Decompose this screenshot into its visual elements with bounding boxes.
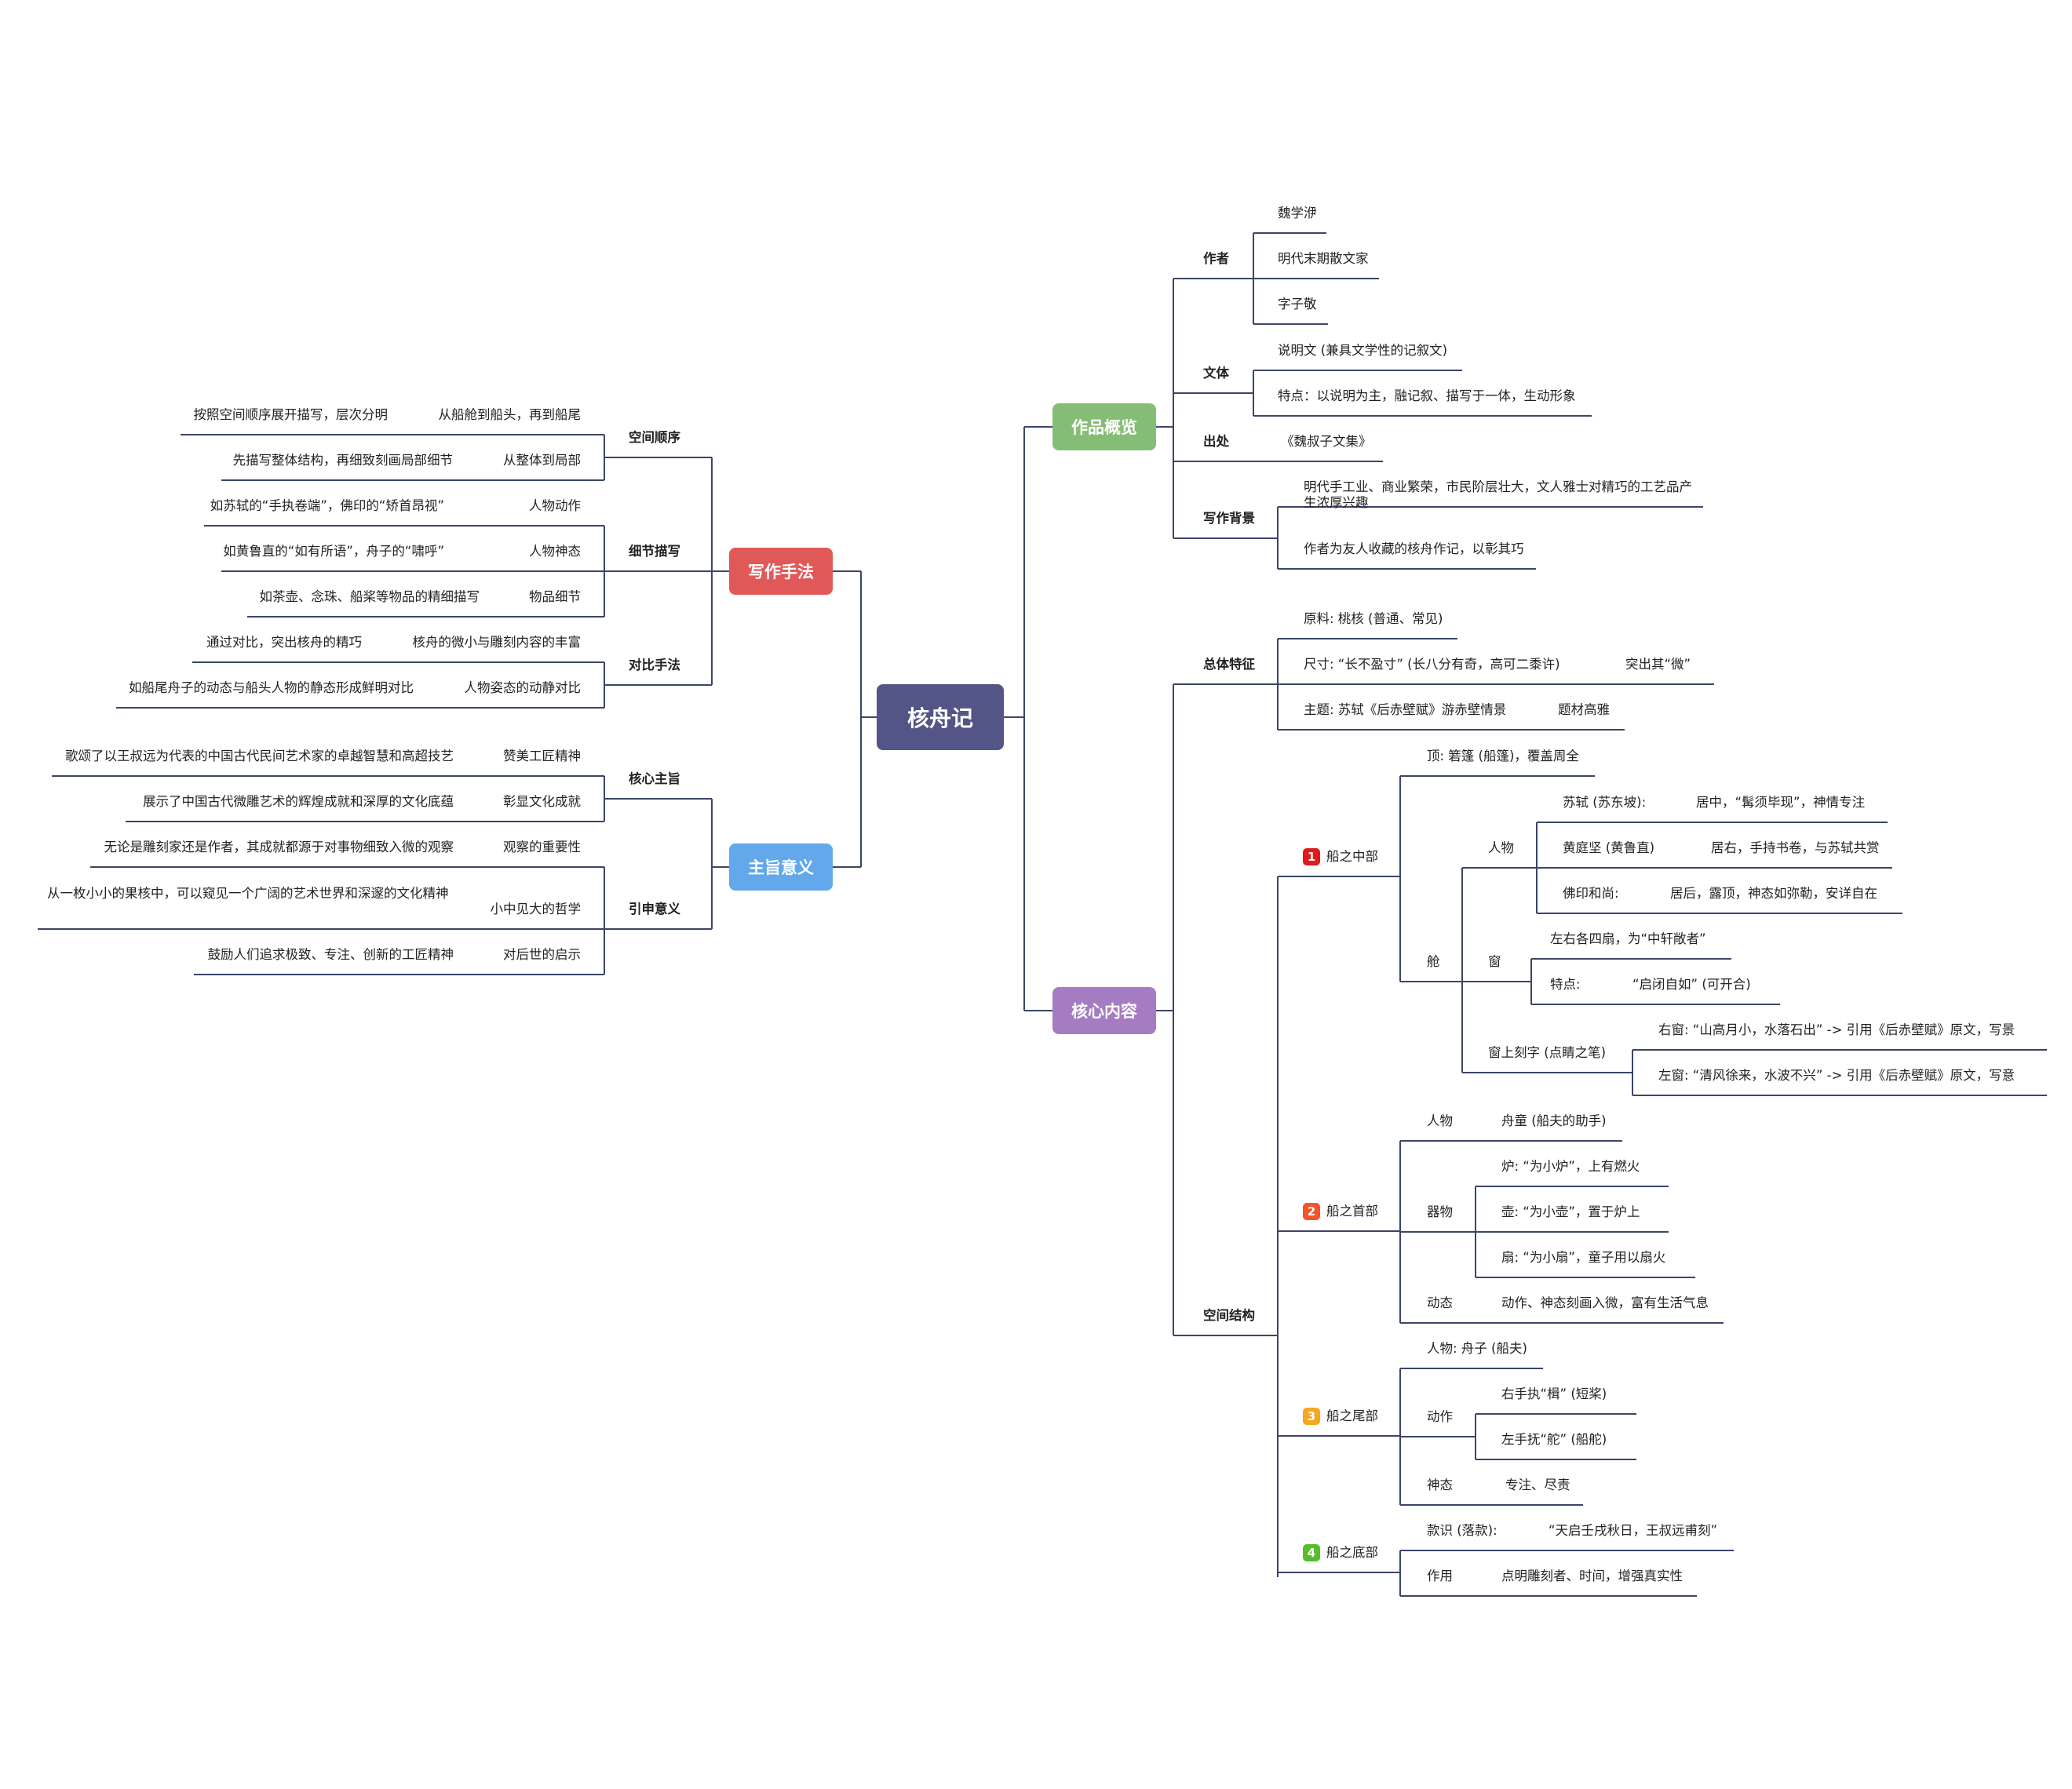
bow-people: 人物 [1427, 1113, 1453, 1128]
extended-desc-1: 无论是雕刻家还是作者，其成就都源于对事物细致入微的观察 [104, 840, 454, 854]
author-name: 魏学洢 [1278, 206, 1317, 220]
bottom-inscription-text: “天启壬戌秋日，王叔远甫刻” [1549, 1523, 1718, 1538]
person-foyin: 佛印和尚: [1563, 886, 1619, 901]
writing-spatial-label[interactable]: 空间顺序 [629, 430, 680, 445]
middle-cabin: 舱 [1427, 954, 1440, 969]
writing-detail-label[interactable]: 细节描写 [629, 544, 680, 559]
spatial-key-1: 从船舱到船头，再到船尾 [438, 407, 582, 422]
author-courtesy-name: 字子敬 [1278, 297, 1317, 312]
stern-action-left: 左手抚“舵” (船舵) [1501, 1432, 1607, 1447]
number-badge-3: 3 [1303, 1408, 1320, 1425]
person-huang-desc: 居右，手持书卷，与苏轼共赏 [1711, 840, 1880, 855]
bottom-section-label[interactable]: 船之底部 [1326, 1545, 1378, 1560]
bow-dynamic: 动态 [1427, 1295, 1453, 1310]
main-key-1: 赞美工匠精神 [503, 749, 581, 763]
extended-key-2: 小中见大的哲学 [490, 902, 582, 916]
spatial-key-2: 从整体到局部 [503, 453, 581, 468]
spatial-desc-1: 按照空间顺序展开描写，层次分明 [193, 407, 388, 422]
bow-section-label[interactable]: 船之首部 [1326, 1204, 1378, 1219]
right-window-text: 右窗: “山高月小，水落石出” -> 引用《后赤壁赋》原文，写景 [1658, 1022, 2015, 1037]
bow-object-fan: 扇: “为小扇”，童子用以扇火 [1501, 1250, 1666, 1265]
stern-people: 人物: 舟子 (船夫) [1427, 1341, 1527, 1356]
middle-section-label[interactable]: 船之中部 [1326, 849, 1378, 864]
detail-desc-1: 如苏轼的“手执卷端”，佛印的“矫首昂视” [210, 498, 444, 513]
detail-desc-3: 如茶壶、念珠、船桨等物品的精细描写 [259, 589, 480, 604]
detail-key-3: 物品细节 [529, 589, 581, 604]
cabin-window: 窗 [1488, 954, 1501, 969]
stern-action: 动作 [1427, 1409, 1453, 1424]
branch-overview[interactable]: 作品概览 [1052, 403, 1156, 450]
core-overall-label[interactable]: 总体特征 [1203, 657, 1255, 672]
main-desc-2: 展示了中国古代微雕艺术的辉煌成就和深厚的文化底蕴 [143, 794, 454, 809]
window-carving: 窗上刻字 (点睛之笔) [1488, 1045, 1607, 1060]
branch-core-content[interactable]: 核心内容 [1052, 987, 1156, 1034]
stern-action-right: 右手执“楫” (短桨) [1501, 1386, 1607, 1401]
stern-section-label[interactable]: 船之尾部 [1326, 1408, 1378, 1423]
genre-type: 说明文 (兼具文学性的记叙文) [1278, 343, 1448, 358]
window-feature: “启闭自如” (可开合) [1632, 977, 1751, 992]
overall-theme: 主题: 苏轼《后赤壁赋》游赤壁情景 [1304, 702, 1507, 717]
extended-desc-2: 从一枚小小的果核中，可以窥见一个广阔的艺术世界和深邃的文化精神 [47, 886, 449, 901]
left-window-text: 左窗: “清风徐来，水波不兴” -> 引用《后赤壁赋》原文，写意 [1658, 1068, 2015, 1083]
overview-background-label[interactable]: 写作背景 [1203, 511, 1255, 526]
contrast-desc-2: 如船尾舟子的动态与船头人物的静态形成鲜明对比 [129, 680, 414, 695]
detail-key-1: 人物动作 [529, 498, 581, 513]
bow-people-item: 舟童 (船夫的助手) [1501, 1113, 1607, 1128]
branch-writing-techniques[interactable]: 写作手法 [729, 548, 833, 595]
overview-author-label[interactable]: 作者 [1203, 251, 1229, 266]
extended-desc-3: 鼓励人们追求极致、专注、创新的工匠精神 [207, 947, 454, 962]
theme-extended-label[interactable]: 引申意义 [629, 902, 680, 916]
number-badge-4: 4 [1303, 1544, 1320, 1561]
number-badge-2: 2 [1303, 1203, 1320, 1220]
cabin-people: 人物 [1488, 840, 1514, 855]
main-desc-1: 歌颂了以王叔远为代表的中国古代民间艺术家的卓越智慧和高超技艺 [65, 749, 454, 763]
theme-main-label[interactable]: 核心主旨 [629, 771, 680, 786]
middle-top: 顶: 箬篷 (船篷)，覆盖周全 [1427, 749, 1579, 763]
main-key-2: 彰显文化成就 [503, 794, 581, 809]
bottom-role-text: 点明雕刻者、时间，增强真实性 [1501, 1569, 1683, 1583]
person-sushi-desc: 居中，“髯须毕现”，神情专注 [1696, 795, 1866, 810]
author-era: 明代末期散文家 [1278, 251, 1369, 266]
detail-desc-2: 如黄鲁直的“如有所语”，舟子的“啸呼” [223, 544, 444, 559]
bow-object-stove: 炉: “为小炉”，上有燃火 [1501, 1159, 1640, 1174]
branch-theme-meaning[interactable]: 主旨意义 [729, 843, 833, 891]
window-feature-label: 特点: [1550, 977, 1581, 992]
person-foyin-desc: 居后，露顶，神态如弥勒，安详自在 [1670, 886, 1877, 901]
spatial-desc-2: 先描写整体结构，再细致刻画局部细节 [232, 453, 454, 468]
background-purpose: 作者为友人收藏的核舟作记，以彰其巧 [1304, 541, 1524, 556]
overview-genre-label[interactable]: 文体 [1203, 366, 1229, 381]
bow-object-pot: 壶: “为小壶”，置于炉上 [1501, 1204, 1640, 1219]
overall-size: 尺寸: “长不盈寸” (长八分有奇，高可二黍许) [1304, 657, 1560, 672]
extended-key-3: 对后世的启示 [503, 947, 581, 962]
background-era: 明代手工业、商业繁荣，市民阶层壮大，文人雅士对精巧的工艺品产生浓厚兴趣 [1304, 479, 1692, 510]
stern-manner: 神态 [1427, 1477, 1453, 1492]
number-badge-1: 1 [1303, 848, 1320, 865]
person-huang: 黄庭坚 (黄鲁直) [1563, 840, 1655, 855]
contrast-key-1: 核舟的微小与雕刻内容的丰富 [412, 635, 582, 650]
overall-theme-note: 题材高雅 [1558, 702, 1610, 717]
core-space-label[interactable]: 空间结构 [1203, 1308, 1255, 1323]
stern-manner-item: 专注、尽责 [1505, 1477, 1570, 1492]
window-count: 左右各四扇，为“中轩敞者” [1550, 931, 1706, 946]
bow-dynamic-item: 动作、神态刻画入微，富有生活气息 [1501, 1295, 1709, 1310]
contrast-key-2: 人物姿态的动静对比 [464, 680, 582, 695]
genre-feature: 特点：以说明为主，融记叙、描写于一体，生动形象 [1278, 388, 1576, 403]
source-text: 《魏叔子文集》 [1281, 434, 1372, 449]
overall-size-note: 突出其“微” [1625, 657, 1691, 672]
detail-key-2: 人物神态 [529, 544, 581, 559]
root-node[interactable]: 核舟记 [877, 684, 1004, 750]
overall-material: 原料: 桃核 (普通、常见) [1304, 611, 1443, 626]
person-sushi: 苏轼 (苏东坡): [1563, 795, 1647, 810]
extended-key-1: 观察的重要性 [503, 840, 581, 854]
overview-source-label[interactable]: 出处 [1203, 434, 1229, 449]
contrast-desc-1: 通过对比，突出核舟的精巧 [206, 635, 362, 650]
bow-objects: 器物 [1427, 1204, 1453, 1219]
bottom-role: 作用 [1427, 1569, 1453, 1583]
bottom-inscription: 款识 (落款): [1427, 1523, 1497, 1538]
writing-contrast-label[interactable]: 对比手法 [629, 658, 680, 672]
